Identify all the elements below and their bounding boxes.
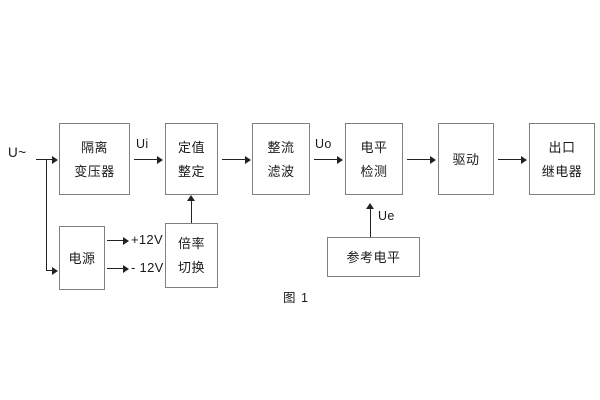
block-ratio-switch-line-1: 倍率	[177, 236, 205, 251]
block-setting-value[interactable]: 定值 整定	[165, 123, 218, 195]
arrow-to-rectify-filter	[245, 155, 251, 164]
block-rectify-filter-line-1: 整流	[267, 139, 295, 155]
connector-setting-to-rectify	[222, 159, 246, 160]
connector-level-to-drive	[407, 159, 431, 160]
arrow-to-power-supply	[52, 266, 58, 275]
connector-transformer-to-setting	[134, 159, 158, 160]
block-output-relay-line-2: 继电器	[541, 163, 583, 179]
connector-ratio-switch-to-setting	[191, 200, 192, 223]
source-stub-line	[36, 159, 46, 160]
block-setting-value-line-2: 整定	[177, 163, 205, 179]
branch-line-power-supply	[46, 270, 53, 271]
block-level-detection-line-2: 检测	[360, 163, 388, 179]
block-rectify-filter-line-2: 滤波	[267, 163, 295, 179]
block-drive-line-1: 驱动	[452, 151, 480, 167]
rail-line-negative	[107, 268, 124, 269]
block-reference-level-line-1: 参考电平	[346, 249, 401, 265]
figure-caption: 图 1	[283, 291, 309, 305]
block-ratio-switch-line-2: 切换	[177, 260, 205, 275]
arrow-rail-positive	[123, 236, 129, 245]
arrow-to-level-detection	[337, 155, 343, 164]
block-ratio-switch[interactable]: 倍率 切换	[165, 223, 218, 288]
rail-label-positive: +12V	[131, 232, 163, 247]
source-label-u: U~	[8, 145, 27, 160]
branch-line-transformer	[46, 159, 53, 160]
connector-rectify-to-level	[314, 159, 338, 160]
block-power-supply[interactable]: 电源	[59, 226, 105, 290]
block-level-detection[interactable]: 电平 检测	[345, 123, 403, 195]
arrow-to-level-detection-from-reference	[366, 203, 374, 209]
block-isolation-transformer-line-1: 隔离	[80, 139, 108, 155]
rail-label-negative: - 12V	[131, 260, 164, 275]
block-isolation-transformer-line-2: 变压器	[74, 163, 115, 179]
block-drive[interactable]: 驱动	[438, 123, 494, 195]
rail-line-positive	[107, 240, 124, 241]
arrow-rail-negative	[123, 264, 129, 273]
arrow-to-isolation-transformer	[52, 155, 58, 164]
block-output-relay[interactable]: 出口 继电器	[529, 123, 595, 195]
signal-label-ui: Ui	[136, 137, 149, 151]
block-rectify-filter[interactable]: 整流 滤波	[252, 123, 310, 195]
connector-drive-to-output-relay	[498, 159, 522, 160]
block-level-detection-line-1: 电平	[360, 139, 388, 155]
arrow-to-setting-value	[157, 155, 163, 164]
block-setting-value-line-1: 定值	[177, 139, 205, 155]
arrow-to-output-relay	[521, 155, 527, 164]
block-reference-level[interactable]: 参考电平	[327, 237, 420, 277]
arrow-to-setting-value-from-ratio-switch	[187, 195, 195, 201]
signal-label-ue: Ue	[378, 209, 395, 223]
block-power-supply-line-1: 电源	[68, 250, 96, 266]
source-bus-vertical	[46, 159, 47, 270]
block-output-relay-line-1: 出口	[548, 139, 576, 155]
signal-label-uo: Uo	[315, 137, 332, 151]
connector-reference-level-to-level-detection	[370, 208, 371, 237]
block-isolation-transformer[interactable]: 隔离 变压器	[59, 123, 130, 195]
arrow-to-drive	[430, 155, 436, 164]
